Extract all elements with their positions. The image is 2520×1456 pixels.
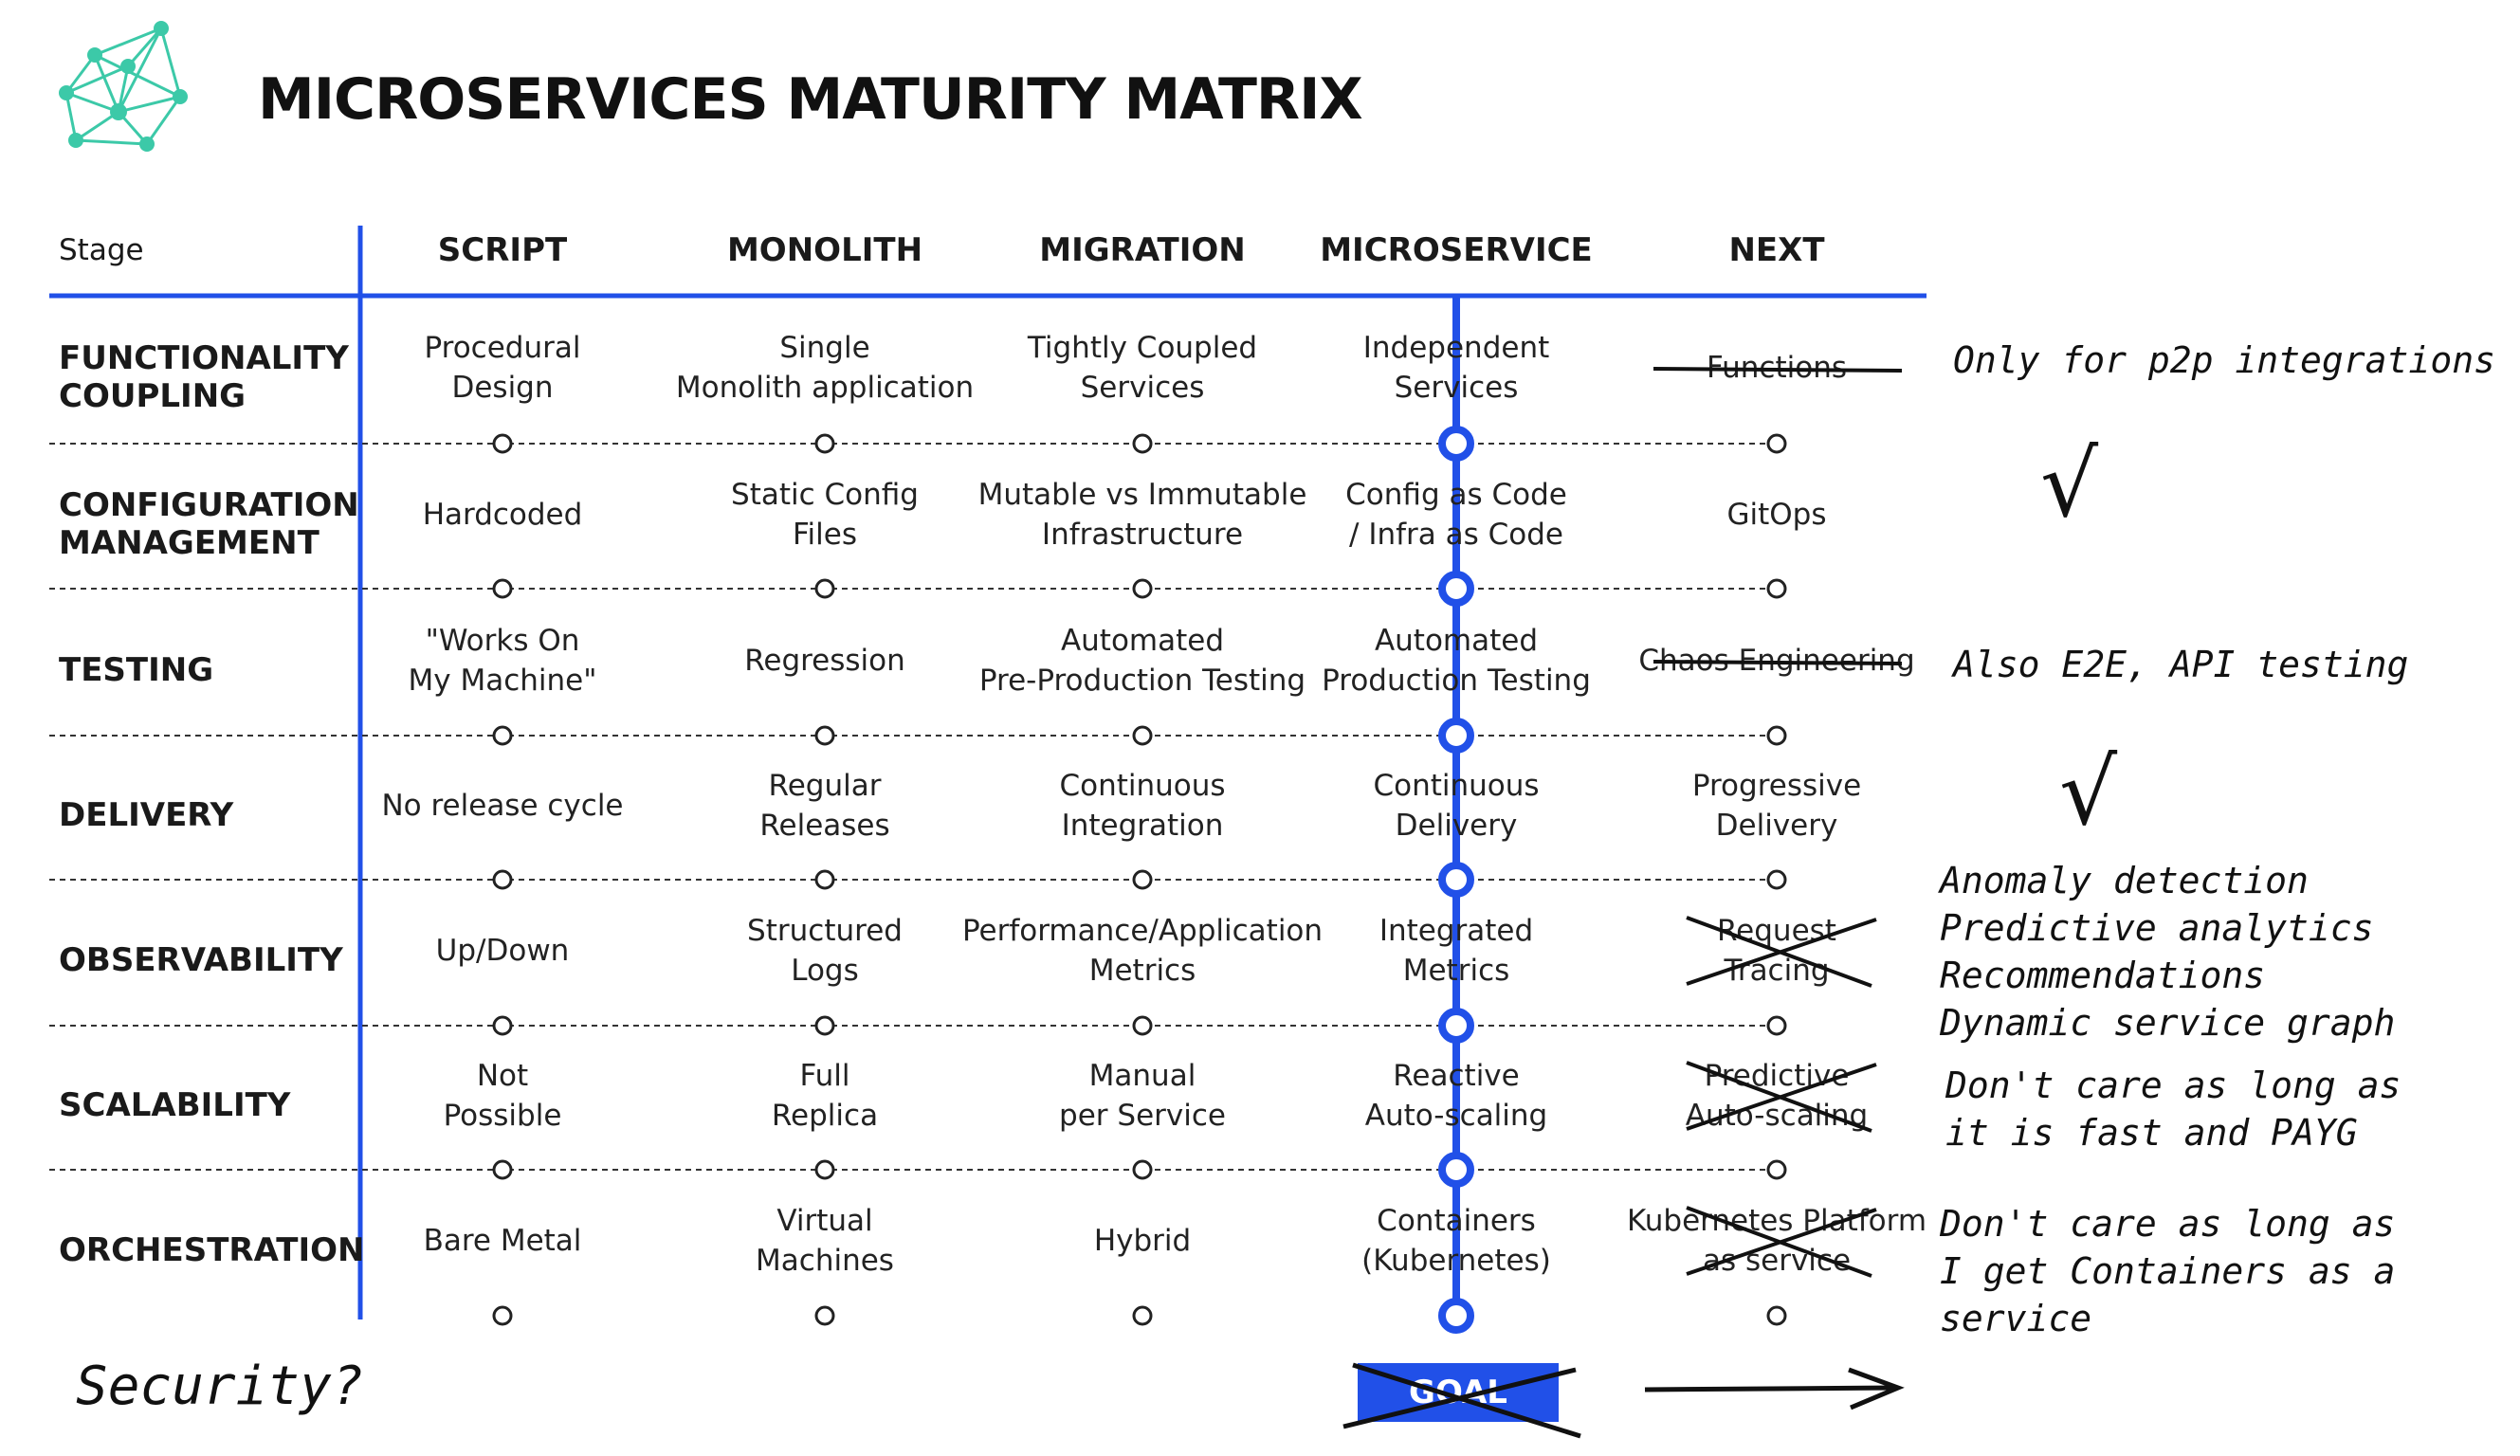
stage-marker xyxy=(492,1305,513,1326)
stage-marker xyxy=(814,578,835,599)
progress-marker xyxy=(1438,426,1474,462)
goal-strike-icon xyxy=(1342,1362,1581,1439)
column-header-next: NEXT xyxy=(1728,231,1825,269)
matrix-cell: GitOps xyxy=(1726,497,1827,532)
stage-marker xyxy=(492,1159,513,1180)
stage-marker xyxy=(814,433,835,454)
stage-marker xyxy=(492,578,513,599)
stage-marker xyxy=(1766,1015,1787,1036)
row-label: SCALABILITY xyxy=(59,1086,291,1124)
matrix-cell: Structured Logs xyxy=(747,914,903,988)
matrix-cell: Not Possible xyxy=(443,1059,562,1133)
row-label: TESTING xyxy=(59,650,214,689)
matrix-cell: Independent Services xyxy=(1362,331,1550,405)
note-orchestration: Don't care as long as I get Containers a… xyxy=(1940,1203,2396,1339)
column-header-monolith: MONOLITH xyxy=(726,231,923,269)
stage-marker xyxy=(1132,433,1153,454)
progress-marker xyxy=(1438,718,1474,754)
matrix-cell: Hardcoded xyxy=(422,497,583,532)
row-label: DELIVERY xyxy=(59,796,234,834)
progress-marker xyxy=(1438,1152,1474,1188)
stage-marker xyxy=(1766,578,1787,599)
matrix-cell: Reactive Auto-scaling xyxy=(1364,1059,1548,1133)
stage-marker xyxy=(814,869,835,890)
check-mark-configuration: √ xyxy=(2040,431,2099,537)
stage-marker xyxy=(814,1305,835,1326)
note-scalability: Don't care as long as it is fast and PAY… xyxy=(1945,1065,2401,1154)
matrix-cell: Bare Metal xyxy=(423,1224,582,1258)
stage-marker xyxy=(1766,869,1787,890)
stage-marker xyxy=(1766,725,1787,746)
stage-marker xyxy=(1766,1159,1787,1180)
row-label: OBSERVABILITY xyxy=(59,941,343,979)
matrix-cell: Containers (Kubernetes) xyxy=(1361,1204,1551,1278)
strikethrough-icon xyxy=(1653,659,1903,665)
row-label: FUNCTIONALITY COUPLING xyxy=(59,339,349,415)
matrix-cell: Continuous Delivery xyxy=(1373,769,1540,843)
matrix-cell: Static Config Files xyxy=(731,477,919,552)
note-functionality: Only for p2p integrations xyxy=(1953,339,2495,381)
page-title: MICROSERVICES MATURITY MATRIX xyxy=(258,66,1363,133)
matrix-cell: Request Tracing xyxy=(1717,914,1836,988)
matrix-cell: Virtual Machines xyxy=(756,1204,894,1278)
matrix-cell: Regular Releases xyxy=(759,769,890,843)
stage-marker xyxy=(492,433,513,454)
stage-marker xyxy=(1132,1305,1153,1326)
matrix-cell: Regression xyxy=(744,643,905,678)
stage-marker xyxy=(492,1015,513,1036)
check-mark-delivery: √ xyxy=(2059,739,2118,846)
stage-marker xyxy=(1766,433,1787,454)
matrix-cell: Progressive Delivery xyxy=(1691,769,1862,843)
stage-marker xyxy=(1132,869,1153,890)
matrix-cell: Hybrid xyxy=(1093,1224,1192,1258)
stage-marker xyxy=(492,869,513,890)
note-security: Security? xyxy=(76,1356,364,1417)
matrix-cell: Tightly Coupled Services xyxy=(1027,331,1258,405)
progress-marker xyxy=(1438,862,1474,898)
matrix-cell: Predictive Auto-scaling xyxy=(1685,1059,1869,1133)
progress-marker xyxy=(1438,1008,1474,1044)
column-header-migration: MIGRATION xyxy=(1039,231,1246,269)
matrix-cell: No release cycle xyxy=(381,789,624,823)
stage-marker xyxy=(814,725,835,746)
matrix-cell: Automated Pre-Production Testing xyxy=(978,623,1306,698)
arrow-right-icon xyxy=(1644,1367,1905,1410)
matrix-cell: Manual per Service xyxy=(1059,1059,1226,1133)
matrix-cell: Full Replica xyxy=(771,1059,879,1133)
matrix-cell: Automated Production Testing xyxy=(1322,623,1591,698)
network-logo-icon xyxy=(59,21,188,152)
column-header-script: SCRIPT xyxy=(437,231,568,269)
note-observability: Anomaly detection Predictive analytics R… xyxy=(1940,860,2396,1044)
stage-marker xyxy=(492,725,513,746)
matrix-cell: Mutable vs Immutable Infrastructure xyxy=(977,477,1307,552)
note-testing: Also E2E, API testing xyxy=(1953,644,2409,685)
strikethrough-icon xyxy=(1686,916,1877,988)
matrix-cell: Performance/Application Metrics xyxy=(961,914,1324,988)
stage-marker xyxy=(814,1159,835,1180)
strikethrough-icon xyxy=(1653,367,1903,373)
matrix-cell: Continuous Integration xyxy=(1059,769,1226,843)
strikethrough-icon xyxy=(1686,1206,1877,1278)
row-label: CONFIGURATION MANAGEMENT xyxy=(59,485,359,562)
stage-header: Stage xyxy=(59,233,144,267)
stage-marker xyxy=(1132,1159,1153,1180)
matrix-cell: Up/Down xyxy=(435,934,570,968)
progress-marker xyxy=(1438,571,1474,607)
matrix-cell: Single Monolith application xyxy=(675,331,975,405)
row-label: ORCHESTRATION xyxy=(59,1231,365,1269)
goal-badge: GOAL xyxy=(1358,1363,1559,1422)
matrix-cell: "Works On My Machine" xyxy=(408,623,597,698)
stage-marker xyxy=(1132,725,1153,746)
matrix-cell: Integrated Metrics xyxy=(1379,914,1534,988)
stage-marker xyxy=(1132,578,1153,599)
strikethrough-icon xyxy=(1686,1061,1877,1133)
matrix-cell: Config as Code / Infra as Code xyxy=(1345,477,1567,552)
stage-marker xyxy=(1132,1015,1153,1036)
column-header-microservice: MICROSERVICE xyxy=(1320,231,1593,269)
stage-marker xyxy=(814,1015,835,1036)
progress-marker xyxy=(1438,1298,1474,1334)
matrix-cell: Procedural Design xyxy=(424,331,581,405)
stage-marker xyxy=(1766,1305,1787,1326)
